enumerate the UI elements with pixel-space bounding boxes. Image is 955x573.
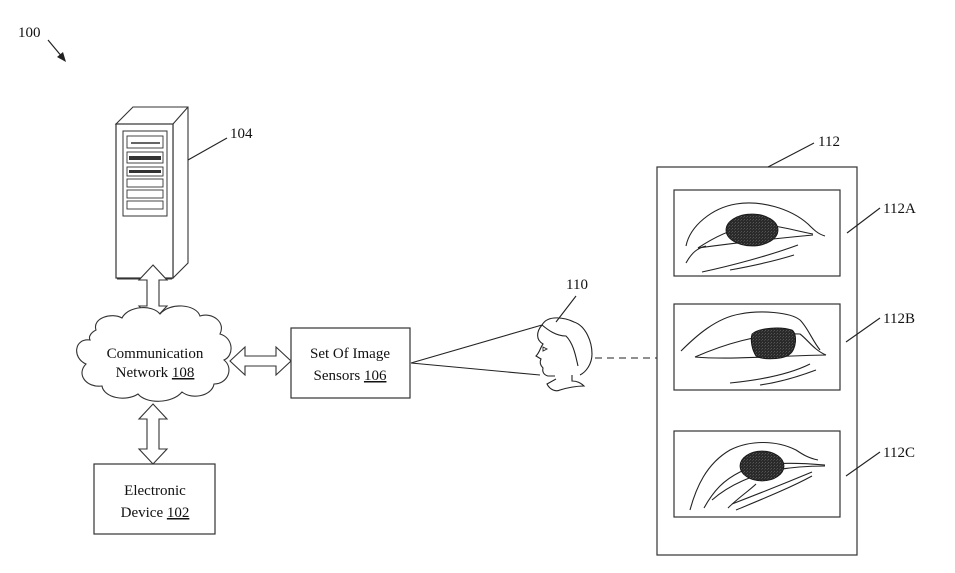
communication-network: Communication Network 108 — [76, 305, 232, 402]
cloud-icon — [76, 305, 232, 402]
network-label-line1: Communication — [107, 346, 204, 362]
fov-lower-line — [410, 362, 541, 376]
device-label-line2: Device 102 — [121, 505, 190, 521]
eye-looking-up-icon — [689, 442, 826, 511]
network-device-arrow — [137, 403, 169, 465]
server-leader-line — [187, 137, 228, 161]
figure-reference: 100 — [18, 25, 66, 62]
network-ref: 108 — [172, 365, 195, 381]
eye-images-panel: 112 112A — [656, 134, 916, 556]
server: 104 — [114, 106, 253, 280]
device-ref: 102 — [167, 505, 190, 521]
figure-number-label: 100 — [18, 25, 41, 41]
network-sensors-arrow — [229, 345, 292, 377]
iris-c — [739, 450, 785, 482]
sensors-label-line1: Set Of Image — [310, 346, 390, 362]
eye-images-label: 112 — [818, 134, 840, 150]
iris-a — [725, 213, 779, 247]
sensors-ref: 106 — [364, 368, 387, 384]
server-tower-icon — [114, 106, 189, 280]
figure-pointer-arrowhead-icon — [57, 52, 66, 62]
eye-frame-b-label: 112B — [883, 311, 915, 327]
sensors-label-line2: Sensors 106 — [314, 368, 387, 384]
person-head-icon — [535, 317, 593, 392]
eye-frame-c-label: 112C — [883, 445, 915, 461]
eye-frame-c-leader-line — [845, 451, 881, 477]
eye-frame-a-leader-line — [846, 207, 881, 234]
network-label-line2: Network 108 — [116, 365, 195, 381]
image-sensors-box — [290, 327, 411, 399]
eye-frame-b-leader-line — [845, 317, 881, 343]
server-label: 104 — [230, 126, 253, 142]
user: 110 — [535, 277, 593, 392]
eye-frame-c: 112C — [673, 430, 915, 518]
eye-frame-b: 112B — [673, 303, 915, 391]
electronic-device: Electronic Device 102 — [93, 463, 216, 535]
user-leader-line — [555, 295, 577, 323]
eye-looking-left-icon — [685, 202, 826, 273]
user-label: 110 — [566, 277, 588, 293]
device-label-line1: Electronic — [124, 483, 186, 499]
image-sensors: Set Of Image Sensors 106 — [290, 327, 411, 399]
fov-upper-line — [410, 324, 543, 364]
electronic-device-box — [93, 463, 216, 535]
eye-frame-a: 112A — [673, 189, 916, 277]
eye-images-leader-line — [767, 142, 815, 168]
field-of-view — [410, 324, 543, 376]
eye-frame-a-label: 112A — [883, 201, 916, 217]
iris-b — [750, 327, 796, 360]
